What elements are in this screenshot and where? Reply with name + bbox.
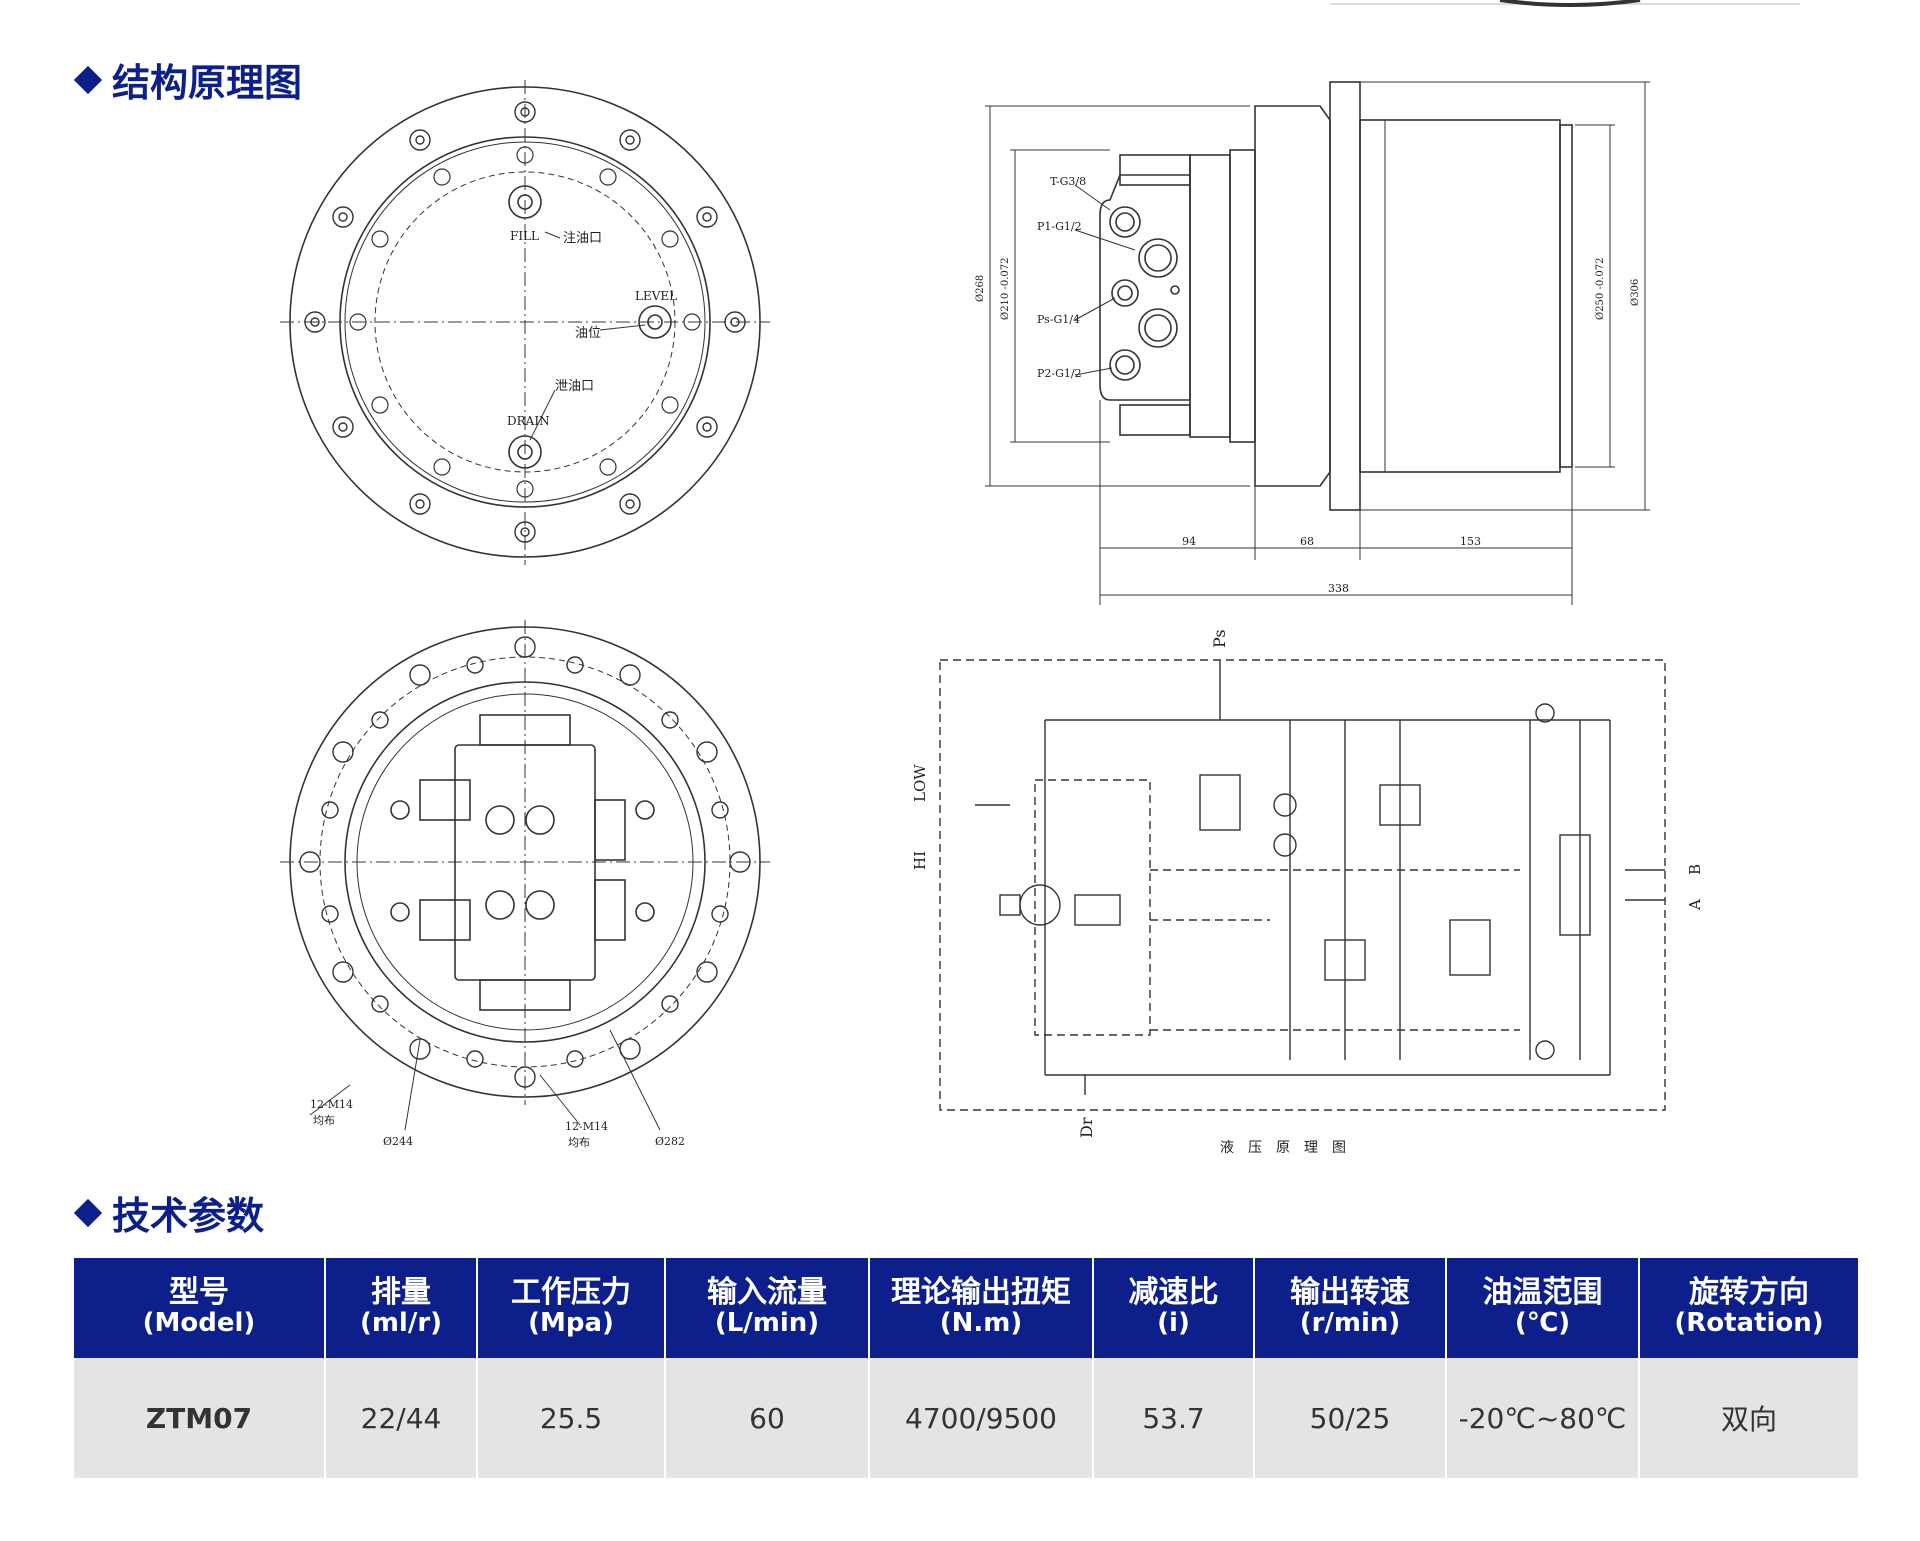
bolt-a-cn-label: 均布	[313, 1114, 335, 1127]
diamond-bullet-icon	[73, 1198, 103, 1227]
top-edge-decoration	[1330, 0, 1800, 7]
cell-pressure: 25.5	[476, 1358, 665, 1478]
dim-338-label: 338	[1328, 582, 1349, 595]
drain-label: DRAIN	[507, 414, 550, 428]
level-label: LEVEL	[635, 289, 677, 303]
drain-cn-label: 泄油口	[555, 379, 594, 394]
header-pressure: 工作压力(Mpa)	[476, 1258, 665, 1358]
ps-port-label: Ps	[1210, 629, 1229, 648]
port-a-label: A	[1686, 899, 1704, 911]
back-view	[280, 620, 770, 1131]
dia-282-label: Ø282	[655, 1135, 685, 1148]
cell-ratio: 53.7	[1092, 1358, 1254, 1478]
cell-oil-temp: -20℃~80℃	[1445, 1358, 1639, 1478]
port-p1-label: P1-G1/2	[1037, 220, 1082, 233]
header-oil-temp: 油温范围(℃)	[1445, 1258, 1639, 1358]
cell-model: ZTM07	[74, 1358, 325, 1478]
port-t-label: T-G3/8	[1050, 175, 1086, 188]
port-ps-label: Ps-G1/4	[1037, 313, 1080, 326]
dia-250-label: Ø250 -0.072	[1595, 258, 1606, 320]
header-flow: 输入流量(L/min)	[664, 1258, 869, 1358]
port-b-label: B	[1686, 864, 1704, 875]
fill-cn-label: 注油口	[563, 231, 602, 246]
dim-94-label: 94	[1182, 535, 1196, 548]
cell-displacement: 22/44	[324, 1358, 477, 1478]
structure-heading-text: 结构原理图	[112, 61, 303, 105]
level-cn-label: 油位	[575, 326, 601, 341]
dia-210-label: Ø210 -0.072	[1000, 258, 1011, 320]
bolt-a-label: 12-M14	[310, 1098, 353, 1111]
port-p2-label: P2-G1/2	[1037, 367, 1082, 380]
dia-244-label: Ø244	[383, 1135, 413, 1148]
cell-torque: 4700/9500	[868, 1358, 1093, 1478]
side-view	[985, 81, 1650, 605]
cell-flow: 60	[664, 1358, 869, 1478]
header-rotation: 旋转方向(Rotation)	[1638, 1258, 1858, 1358]
spec-heading: 技术参数	[73, 1185, 265, 1240]
cell-speed: 50/25	[1253, 1358, 1446, 1478]
header-displacement: 排量(ml/r)	[324, 1258, 477, 1358]
hydraulic-caption: 液压原理图	[1220, 1140, 1360, 1156]
dim-68-label: 68	[1300, 535, 1314, 548]
header-torque: 理论输出扭矩(N.m)	[868, 1258, 1093, 1358]
cell-rotation: 双向	[1638, 1358, 1858, 1478]
hydraulic-schematic	[939, 659, 1666, 1111]
spec-header-row: 型号(Model) 排量(ml/r) 工作压力(Mpa) 输入流量(L/min)…	[74, 1258, 1858, 1358]
header-ratio: 减速比(i)	[1092, 1258, 1254, 1358]
dim-153-label: 153	[1460, 535, 1481, 548]
spec-heading-text: 技术参数	[112, 1194, 265, 1238]
front-view	[280, 80, 770, 565]
table-row: ZTM07 22/44 25.5 60 4700/9500 53.7 50/25…	[74, 1358, 1858, 1478]
spec-table: 型号(Model) 排量(ml/r) 工作压力(Mpa) 输入流量(L/min)…	[74, 1258, 1858, 1478]
dia-306-label: Ø306	[1630, 279, 1641, 306]
structure-heading: 结构原理图	[73, 52, 303, 107]
bolt-b-label: 12-M14	[565, 1120, 608, 1133]
engineering-drawings: FILL 注油口 LEVEL 油位 DRAIN 泄油口 T-G3/8 P1-G1…	[280, 80, 1704, 1156]
header-model: 型号(Model)	[74, 1258, 325, 1358]
dr-port-label: Dr	[1077, 1117, 1096, 1138]
fill-label: FILL	[510, 229, 539, 243]
dia-268-label: Ø268	[975, 275, 986, 302]
hi-label: HI	[911, 851, 929, 870]
bolt-b-cn-label: 均布	[568, 1136, 590, 1149]
header-speed: 输出转速(r/min)	[1253, 1258, 1446, 1358]
low-label: LOW	[911, 764, 929, 802]
